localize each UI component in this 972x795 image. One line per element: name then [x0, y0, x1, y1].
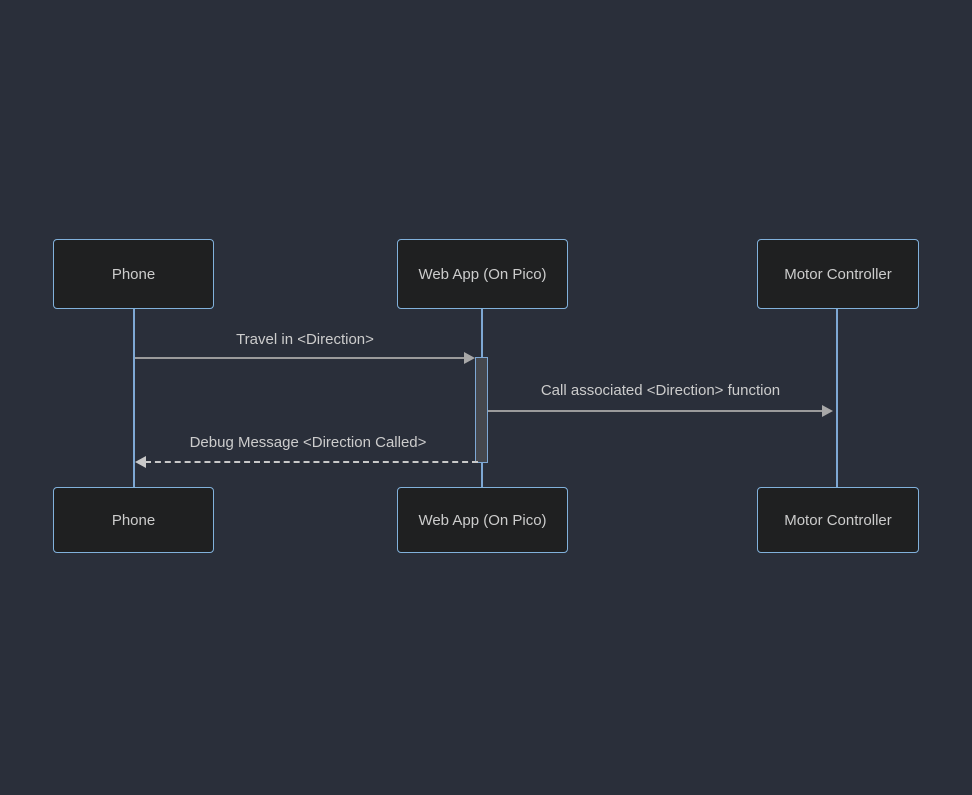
- actor-label: Phone: [111, 511, 156, 529]
- lifeline-motor: [836, 309, 838, 487]
- arrowhead-right-icon: [464, 352, 475, 364]
- actor-label: Motor Controller: [784, 265, 892, 283]
- actor-label: Web App (On Pico): [418, 265, 547, 283]
- message-travel-label: Travel in <Direction>: [236, 331, 374, 348]
- actor-bottom-motor: Motor Controller: [757, 487, 919, 553]
- arrowhead-right-icon: [822, 405, 833, 417]
- actor-label: Web App (On Pico): [418, 511, 547, 529]
- actor-top-phone: Phone: [53, 239, 214, 309]
- actor-top-webapp: Web App (On Pico): [397, 239, 568, 309]
- arrowhead-left-icon: [135, 456, 146, 468]
- actor-label: Motor Controller: [784, 511, 892, 529]
- message-travel-line: [135, 357, 467, 359]
- activation-bar-webapp: [475, 357, 488, 463]
- message-debug-label: Debug Message <Direction Called>: [189, 434, 427, 451]
- actor-top-motor: Motor Controller: [757, 239, 919, 309]
- message-debug-line: [145, 461, 478, 463]
- lifeline-phone: [133, 309, 135, 487]
- actor-bottom-phone: Phone: [53, 487, 214, 553]
- message-call-function-line: [488, 410, 824, 412]
- actor-label: Phone: [111, 265, 156, 283]
- message-call-function-label: Call associated <Direction> function: [540, 382, 781, 399]
- actor-bottom-webapp: Web App (On Pico): [397, 487, 568, 553]
